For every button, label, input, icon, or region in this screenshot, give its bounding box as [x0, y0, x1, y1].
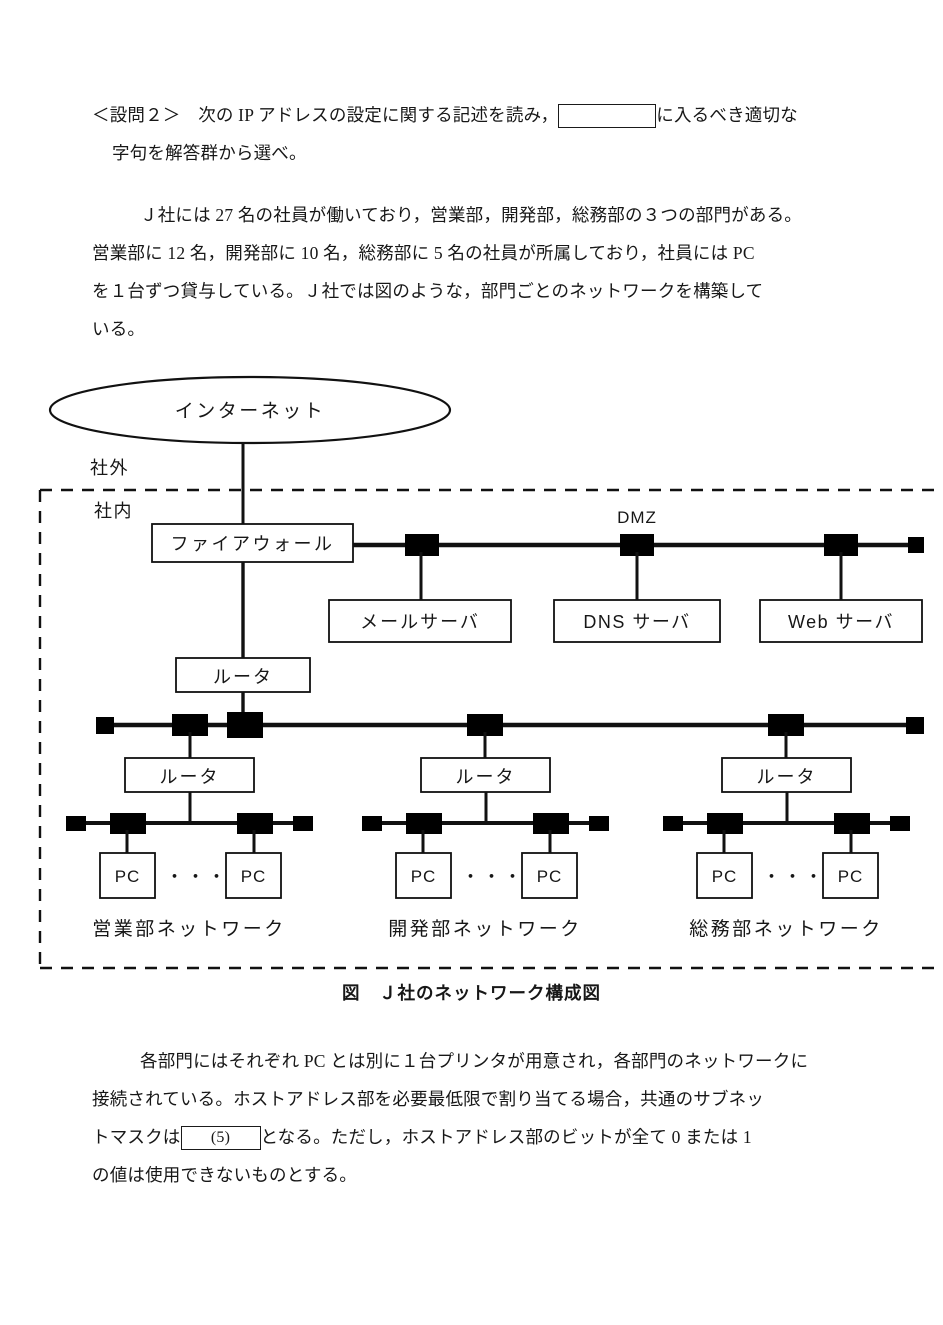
backbone-terminator-left: [96, 717, 114, 734]
passage-two: 各部門にはそれぞれ PC とは別に１台プリンタが用意され，各部門のネットワークに…: [92, 1042, 922, 1194]
general-pc-right-label: PC: [838, 867, 864, 886]
sales-router-label: ルータ: [160, 767, 220, 787]
development-network-label: 開発部ネットワーク: [388, 918, 582, 940]
development-tap-pc-left: [406, 813, 442, 834]
firewall-label: ファイアウォール: [171, 534, 335, 554]
question-line-1: ＜設問２＞ 次の IP アドレスの設定に関する記述を読み， に入るべき適切な: [92, 96, 912, 134]
sales-router-box: [124, 757, 255, 793]
sales-pc-left-label: PC: [115, 867, 141, 886]
internet-ellipse: [48, 375, 452, 445]
sales-tap-pc-right: [237, 813, 273, 834]
question-text-b: に入るべき適切な: [656, 105, 798, 125]
backbone-tap-sales: [172, 714, 208, 736]
sales-pc-left-box: [99, 852, 156, 899]
general-router-label: ルータ: [757, 767, 817, 787]
general-bus-terminator-right: [890, 816, 910, 831]
department-development-group: ルータ PC ・・・ PC 開発部ネットワーク: [362, 757, 609, 940]
development-pc-right-label: PC: [537, 867, 563, 886]
development-pc-left-box: [395, 852, 452, 899]
general-pc-left-label: PC: [712, 867, 738, 886]
answer-blank-box-5[interactable]: (5): [180, 1125, 261, 1150]
backbone-tap-development: [467, 714, 503, 736]
passage-two-line-1: 各部門にはそれぞれ PC とは別に１台プリンタが用意され，各部門のネットワークに: [140, 1051, 809, 1071]
core-router-box: [175, 657, 311, 693]
answer-blank-box-4[interactable]: [558, 103, 657, 128]
general-pc-left-box: [696, 852, 753, 899]
company-boundary-dashed-box: [38, 488, 943, 970]
development-tap-pc-right: [533, 813, 569, 834]
web-server-label: Web サーバ: [788, 612, 894, 632]
passage-one-line-2: 営業部に 12 名，開発部に 10 名，総務部に 5 名の社員が所属しており，社…: [92, 243, 755, 263]
question-label: ＜設問２＞: [92, 105, 181, 125]
outside-label: 社外: [90, 458, 129, 478]
dmz-tap-dns: [620, 534, 654, 556]
sales-pc-right-box: [225, 852, 282, 899]
sales-bus-terminator-right: [293, 816, 313, 831]
development-bus-terminator-left: [362, 816, 382, 831]
passage-two-line-3-a: トマスクは: [92, 1127, 181, 1147]
sales-pc-ellipsis: ・・・: [166, 867, 229, 887]
dmz-label: DMZ: [617, 508, 657, 527]
development-pc-left-label: PC: [411, 867, 437, 886]
firewall-box: [151, 523, 354, 563]
passage-one-line-3: を１台ずつ貸与している。Ｊ社では図のような，部門ごとのネットワークを構築して: [92, 281, 764, 301]
passage-one-line-1: Ｊ社には 27 名の社員が働いており，営業部，開発部，総務部の３つの部門がある。: [140, 205, 802, 225]
mail-server-label: メールサーバ: [360, 612, 480, 632]
sales-pc-right-label: PC: [241, 867, 267, 886]
figure-caption: 図 Ｊ社のネットワーク構成図: [342, 983, 601, 1003]
passage-one-line-4: いる。: [92, 319, 146, 339]
development-router-box: [420, 757, 551, 793]
backbone-tap-core-router: [227, 712, 263, 738]
dns-server-box: [553, 599, 721, 643]
inside-label: 社内: [94, 501, 133, 521]
dns-server-label: DNS サーバ: [583, 612, 690, 632]
internet-label: インターネット: [175, 400, 326, 422]
general-network-label: 総務部ネットワーク: [689, 918, 883, 940]
passage-two-line-4: の値は使用できないものとする。: [92, 1165, 357, 1185]
dmz-bus-terminator-right: [908, 537, 924, 553]
passage-one: Ｊ社には 27 名の社員が働いており，営業部，開発部，総務部の３つの部門がある。…: [92, 196, 922, 348]
sales-network-label: 営業部ネットワーク: [92, 918, 286, 940]
dmz-tap-mail: [405, 534, 439, 556]
general-tap-pc-right: [834, 813, 870, 834]
passage-two-line-3: トマスクは(5)となる。ただし，ホストアドレス部のビットが全て 0 または 1: [92, 1118, 922, 1156]
sales-bus-terminator-left: [66, 816, 86, 831]
dmz-tap-web: [824, 534, 858, 556]
passage-two-line-3-b: となる。ただし，ホストアドレス部のビットが全て 0 または 1: [260, 1127, 752, 1147]
department-general-group: ルータ PC ・・・ PC 総務部ネットワーク: [663, 757, 910, 940]
general-pc-ellipsis: ・・・: [763, 867, 826, 887]
general-bus-terminator-left: [663, 816, 683, 831]
question-line-2: 字句を解答群から選べ。: [112, 143, 307, 163]
backbone-terminator-right: [906, 717, 924, 734]
network-diagram: インターネット 社外 社内 ファイアウォール DMZ メールサーバ DNS サー…: [0, 360, 943, 1010]
sales-tap-pc-left: [110, 813, 146, 834]
question-text-a: 次の IP アドレスの設定に関する記述を読み，: [198, 105, 559, 125]
core-router-label: ルータ: [213, 667, 273, 687]
development-pc-right-box: [521, 852, 578, 899]
general-tap-pc-left: [707, 813, 743, 834]
question-header: ＜設問２＞ 次の IP アドレスの設定に関する記述を読み， に入るべき適切な 字句…: [92, 96, 912, 172]
general-pc-right-box: [822, 852, 879, 899]
mail-server-box: [328, 599, 512, 643]
passage-two-line-2: 接続されている。ホストアドレス部を必要最低限で割り当てる場合，共通のサブネッ: [92, 1089, 765, 1109]
web-server-box: [759, 599, 923, 643]
department-sales-group: ルータ PC ・・・ PC 営業部ネットワーク: [66, 757, 313, 940]
development-router-label: ルータ: [456, 767, 516, 787]
development-pc-ellipsis: ・・・: [462, 867, 525, 887]
development-bus-terminator-right: [589, 816, 609, 831]
backbone-tap-general: [768, 714, 804, 736]
